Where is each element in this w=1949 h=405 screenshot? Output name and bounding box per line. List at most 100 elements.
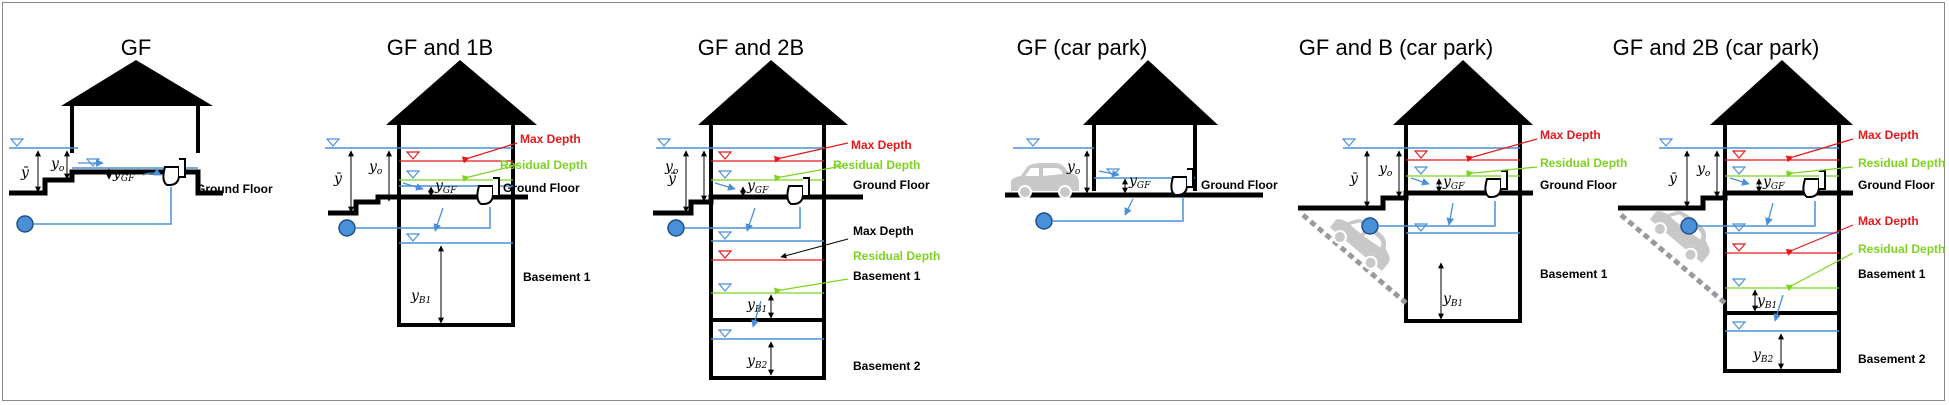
ygf-symbol: yGF xyxy=(112,166,135,184)
water-level-marker xyxy=(1659,138,1673,147)
drain-node-icon xyxy=(338,219,356,237)
roof xyxy=(1393,60,1533,125)
basement1-label: Basement 1 xyxy=(1540,267,1608,281)
roof xyxy=(1083,60,1218,125)
house-walls xyxy=(70,106,200,153)
ground-line xyxy=(328,194,528,216)
ground-floor-label: Ground Floor xyxy=(1858,178,1935,192)
house-walls xyxy=(1723,125,1841,373)
yb2-symbol: yB2 xyxy=(746,353,768,371)
flow-arrow xyxy=(1124,198,1134,216)
ygf-symbol: yGF xyxy=(1442,174,1465,192)
flow-arrow xyxy=(1729,177,1750,186)
max-depth-pointer xyxy=(461,142,518,164)
ygf-symbol: yGF xyxy=(746,178,769,196)
basement2-label: Basement 2 xyxy=(853,359,921,373)
panel-title: GF and 2B (car park) xyxy=(1613,35,1820,60)
residual-depth-label: Residual Depth xyxy=(1540,156,1627,170)
residual-depth-b-label: Residual Depth xyxy=(1858,242,1945,256)
roof xyxy=(386,60,537,125)
toilet-icon xyxy=(476,177,500,205)
ybar-symbol: ȳ xyxy=(333,171,343,187)
water-level-marker xyxy=(326,138,340,147)
drain-pipe xyxy=(684,207,801,229)
basement1-label: Basement 1 xyxy=(523,270,591,284)
water-level-marker xyxy=(718,170,732,179)
water-level-marker xyxy=(1026,138,1040,147)
max-depth-label: Max Depth xyxy=(851,138,912,152)
drain-pipe xyxy=(1697,201,1816,227)
max-depth-marker xyxy=(718,151,732,160)
yo-symbol: yo xyxy=(50,156,65,174)
ground-floor-label: Ground Floor xyxy=(853,178,930,192)
ramp-slope xyxy=(1619,213,1727,305)
yb1-symbol: yB1 xyxy=(746,297,767,315)
basement1-label: Basement 1 xyxy=(1858,267,1926,281)
water-level-marker xyxy=(1732,166,1746,175)
residual-depth-label: Residual Depth xyxy=(1858,156,1945,170)
ramp-slope xyxy=(1301,213,1408,305)
residual-depth-label: Residual Depth xyxy=(833,158,920,172)
ground-floor-label: Ground Floor xyxy=(196,182,273,196)
water-level-marker xyxy=(1414,166,1428,175)
ybar-symbol: ȳ xyxy=(1668,171,1678,187)
ground-floor-label: Ground Floor xyxy=(1540,178,1617,192)
drain-node-icon xyxy=(1680,217,1698,235)
drain-pipe xyxy=(1378,201,1496,227)
max-depth-marker xyxy=(1414,150,1428,159)
drain-node-icon xyxy=(667,219,685,237)
house-walls xyxy=(1404,125,1522,323)
water-level-marker xyxy=(1732,278,1746,287)
ybar-symbol: ȳ xyxy=(667,171,677,187)
max-depth-marker xyxy=(718,250,732,259)
house-walls xyxy=(397,125,515,327)
flow-arrow xyxy=(751,300,762,328)
yo-symbol: yo xyxy=(664,159,679,177)
residual-depth-pointer xyxy=(1786,166,1854,178)
water-level-marker xyxy=(657,138,671,147)
yo-symbol: yo xyxy=(1066,159,1081,177)
water-level-marker xyxy=(718,231,732,240)
max-depth-label: Max Depth xyxy=(1858,128,1919,142)
ground-line xyxy=(1298,190,1533,211)
max-depth-b-label: Max Depth xyxy=(1858,214,1919,228)
ground-floor-label: Ground Floor xyxy=(503,181,580,195)
panel-title: GF (car park) xyxy=(1017,35,1148,60)
water-level-marker xyxy=(10,138,24,147)
drain-pipe xyxy=(33,187,172,225)
flow-arrow xyxy=(714,182,736,191)
max-depth-pointer xyxy=(1465,138,1538,163)
water-level-marker xyxy=(718,329,732,338)
water-level-marker xyxy=(1342,138,1356,147)
flood-depth-diagram: GF ȳ yo yGF Ground Floor GF and 1B xyxy=(9,35,1945,380)
basement2-label: Basement 2 xyxy=(1858,352,1926,366)
max-depth-label: Max Depth xyxy=(1540,128,1601,142)
ground-line xyxy=(9,169,223,196)
max-depth-b-pointer xyxy=(1785,224,1854,256)
flow-arrow xyxy=(402,182,424,191)
residual-depth-b-pointer xyxy=(774,278,849,295)
residual-depth-pointer xyxy=(773,164,849,182)
drain-node-icon xyxy=(1361,217,1379,235)
ybar-symbol: ȳ xyxy=(20,165,30,181)
residual-depth-b-label: Residual Depth xyxy=(853,249,940,263)
panel-gf-2b: GF and 2B ȳ yo yGF yB1 yB2 xyxy=(653,35,940,380)
flow-arrow xyxy=(1446,202,1455,226)
max-depth-pointer xyxy=(1785,138,1854,163)
flow-arrow xyxy=(1765,202,1774,226)
max-depth-b-pointer xyxy=(780,238,849,259)
panel-gf-car-park: GF (car park) yo yGF Ground Floor xyxy=(1005,35,1278,230)
ygf-symbol: yGF xyxy=(1762,174,1785,192)
panel-gf: GF ȳ yo yGF Ground Floor xyxy=(9,35,273,233)
water-level-marker xyxy=(406,170,420,179)
max-depth-b-label: Max Depth xyxy=(853,224,914,238)
toilet-icon xyxy=(162,158,186,186)
yb1-symbol: yB1 xyxy=(1756,293,1777,311)
residual-depth-label: Residual Depth xyxy=(500,158,587,172)
panel-title: GF and 1B xyxy=(387,35,493,60)
flow-arrow xyxy=(433,207,444,232)
yb2-symbol: yB2 xyxy=(1752,347,1774,365)
yb1-symbol: yB1 xyxy=(1442,291,1463,309)
water-level-marker xyxy=(406,233,420,242)
